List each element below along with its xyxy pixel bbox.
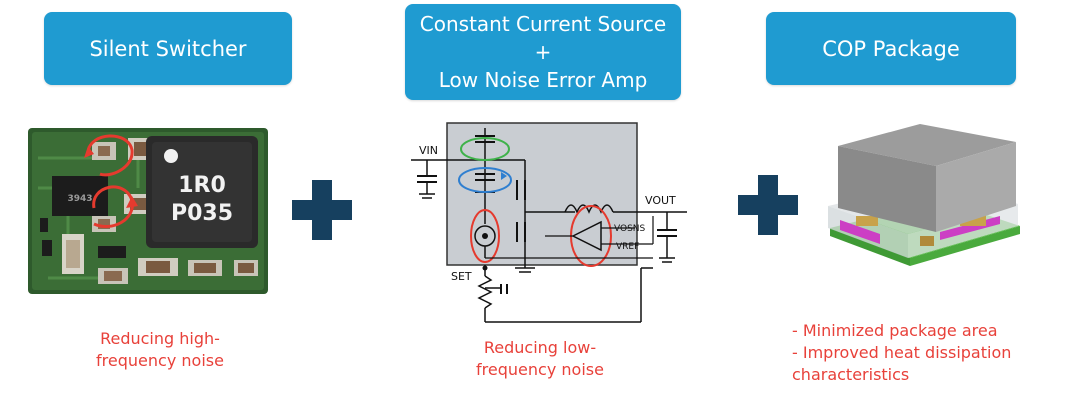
regulator-ic-box: [446, 122, 638, 266]
caption-constant-current: Reducing low- frequency noise: [440, 337, 640, 381]
low-noise-schematic: VIN VOUT VOSNS VREF SET: [411, 122, 687, 323]
caption-line: - Minimized package area: [792, 321, 998, 340]
plus-icon: [738, 175, 798, 235]
package-front: [838, 146, 936, 232]
package-side: [936, 142, 1016, 232]
set-label: SET: [451, 270, 472, 283]
header-constant-current-source: Constant Current Source + Low Noise Erro…: [405, 4, 681, 100]
caption-line: Reducing high-: [100, 329, 220, 348]
ic-marking: 3943: [67, 194, 92, 204]
cop-package-image: [828, 124, 1020, 266]
inductor-symbol: [564, 204, 614, 214]
caption-cop-package: - Minimized package area - Improved heat…: [792, 320, 1062, 386]
header-silent-switcher: Silent Switcher: [44, 12, 292, 85]
header-line: Low Noise Error Amp: [438, 68, 648, 92]
caption-line: frequency noise: [476, 360, 604, 379]
plus-icon: [292, 180, 352, 240]
caption-line: frequency noise: [96, 351, 224, 370]
header-line: +: [534, 40, 552, 64]
silent-switcher-board-image: 3943 1R0 P035: [28, 128, 268, 294]
caption-silent-switcher: Reducing high- frequency noise: [60, 328, 260, 372]
vosns-label: VOSNS: [614, 224, 646, 234]
header-line: COP Package: [822, 36, 960, 61]
vin-label: VIN: [419, 144, 438, 157]
header-line: Constant Current Source: [419, 12, 667, 36]
ic-chip: [52, 176, 108, 216]
vref-label: VREF: [616, 242, 639, 252]
blue-highlight: [458, 167, 512, 193]
pin1-marker: [164, 149, 178, 163]
set-resistor: [477, 275, 493, 309]
green-highlight: [460, 137, 510, 161]
caption-line: Reducing low-: [483, 338, 597, 357]
error-amplifier: [571, 220, 602, 252]
inductor-marking-2: P035: [171, 201, 233, 226]
lead-frame: [840, 220, 880, 244]
header-cop-package: COP Package: [766, 12, 1016, 85]
caption-line: - Improved heat dissipation: [792, 343, 1012, 362]
caption-line: characteristics: [792, 365, 910, 384]
red-highlight: [470, 209, 500, 263]
header-line: Silent Switcher: [89, 36, 247, 61]
vout-label: VOUT: [645, 194, 676, 207]
inductor-marking-1: 1R0: [178, 173, 226, 198]
current-loop-arrow: [86, 134, 134, 177]
package-top: [838, 124, 1016, 166]
